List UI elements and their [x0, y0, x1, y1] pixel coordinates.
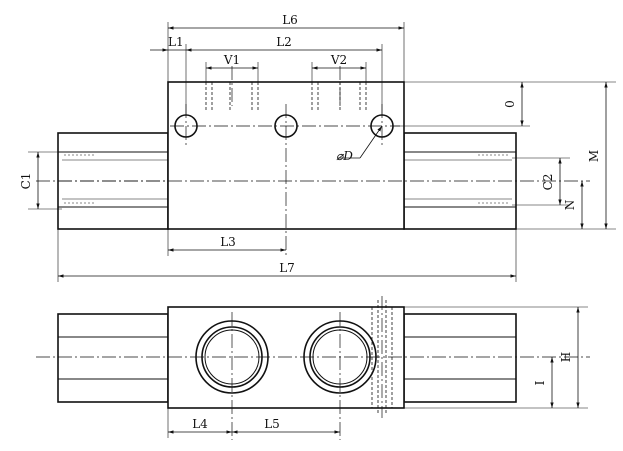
dim-label-l1: L1 [168, 35, 184, 49]
dim-label-l3: L3 [220, 235, 236, 249]
dim-label-m: M [587, 150, 601, 162]
dim-label-h: H [559, 352, 573, 362]
dim-label-v1: V1 [223, 53, 240, 67]
hidden-port-bores [205, 82, 367, 112]
dim-label-c2: C2 [541, 174, 555, 191]
front-left-fitting [57, 313, 169, 403]
dim-label-c1: C1 [19, 173, 33, 190]
dim-label-o: 0 [503, 100, 517, 108]
dim-label-l7: L7 [279, 261, 295, 275]
front-right-fitting [403, 313, 517, 403]
front-view-body [167, 306, 405, 409]
dim-label-v2: V2 [330, 53, 347, 67]
dim-label-l2: L2 [276, 35, 292, 49]
dim-label-l4: L4 [192, 417, 208, 431]
dim-label-i: I [533, 380, 547, 385]
dim-label-diameter-d: ⌀D [336, 149, 353, 163]
top-view-dimensions: L6 L1 L2 V1 V2 0 M ⌀D [19, 13, 616, 282]
front-view [36, 296, 590, 440]
dim-label-n: N [563, 200, 577, 211]
left-thread-marks [64, 154, 96, 204]
front-view-dimensions: L4 L5 H I [167, 306, 588, 438]
dim-label-l5: L5 [264, 417, 280, 431]
right-thread-marks [478, 154, 510, 204]
top-view [36, 66, 590, 258]
dim-label-l6: L6 [282, 13, 298, 27]
